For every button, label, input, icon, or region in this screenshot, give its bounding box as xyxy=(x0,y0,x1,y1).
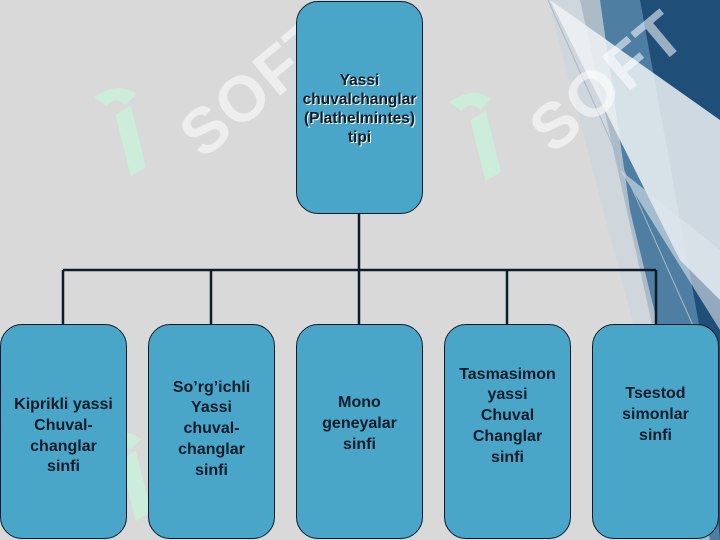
child-node-label: Tasmasimon yassi Chuval Changlar sinfi xyxy=(459,365,556,466)
child-node-label: Kiprikli yassi Chuval- changlar sinfi xyxy=(14,395,113,476)
child-node-sorgichli: So’rg’ichli Yassi chuval- changlar sinfi xyxy=(148,324,275,539)
root-node: Yassi chuvalchanglar (Plathelmintes) tip… xyxy=(296,1,423,214)
root-node-label: Yassi chuvalchanglar (Plathelmintes) tip… xyxy=(302,72,417,146)
watermark-logo-icon xyxy=(93,88,147,177)
bg-thin-line xyxy=(547,0,696,331)
child-node-kiprikli: Kiprikli yassi Chuval- changlar sinfi xyxy=(0,324,127,539)
child-node-label: Mono geneyalar sinfi xyxy=(322,394,397,453)
connector-lines xyxy=(61,214,658,324)
child-node-tasmasimon: Tasmasimon yassi Chuval Changlar sinfi xyxy=(444,324,571,539)
child-node-monogeneyalar: Mono geneyalar sinfi xyxy=(296,324,423,539)
child-node-tsestodsimonlar: Tsestod simonlar sinfi xyxy=(592,324,719,539)
watermark-logo-icon xyxy=(448,93,502,182)
child-node-label: So’rg’ichli Yassi chuval- changlar sinfi xyxy=(172,378,251,479)
child-node-label: Tsestod simonlar sinfi xyxy=(622,385,689,444)
bg-arrow-mid xyxy=(620,170,720,330)
